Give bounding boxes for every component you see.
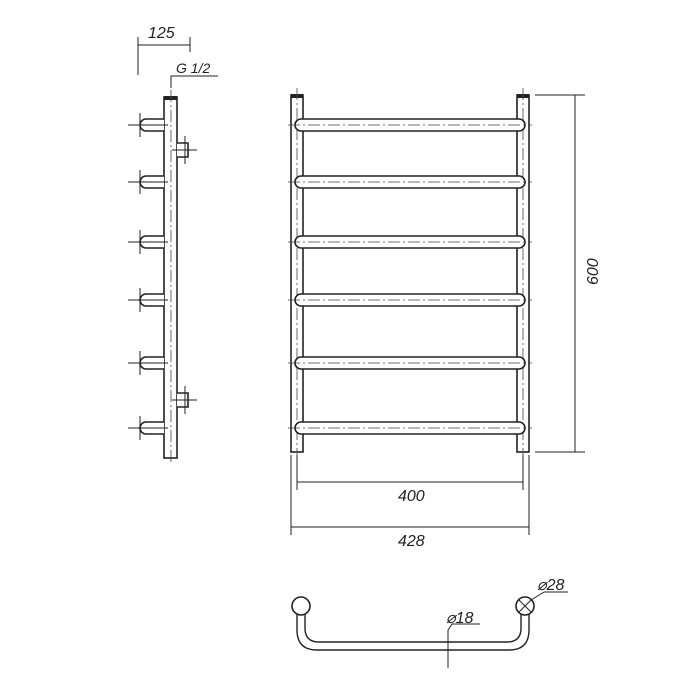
dimension-center-width: 400 bbox=[296, 455, 524, 505]
overall-width-label: 428 bbox=[398, 533, 425, 550]
rail-end-left bbox=[291, 596, 311, 616]
dimension-overall-width: 428 bbox=[290, 455, 530, 550]
rail-diameter-label: ⌀28 bbox=[537, 577, 565, 594]
connection-label: G 1/2 bbox=[176, 60, 210, 76]
center-width-label: 400 bbox=[398, 488, 425, 505]
side-rail bbox=[163, 96, 178, 459]
height-label: 600 bbox=[585, 258, 602, 285]
rung-diameter-label: ⌀18 bbox=[446, 610, 474, 627]
side-view bbox=[128, 90, 197, 465]
dimension-height: 600 bbox=[535, 94, 602, 453]
top-view: ⌀28 ⌀18 bbox=[291, 577, 568, 668]
depth-label: 125 bbox=[148, 25, 175, 42]
dimension-depth: 125 bbox=[137, 25, 191, 75]
front-view bbox=[288, 88, 532, 460]
dimension-connection: G 1/2 bbox=[170, 60, 218, 88]
